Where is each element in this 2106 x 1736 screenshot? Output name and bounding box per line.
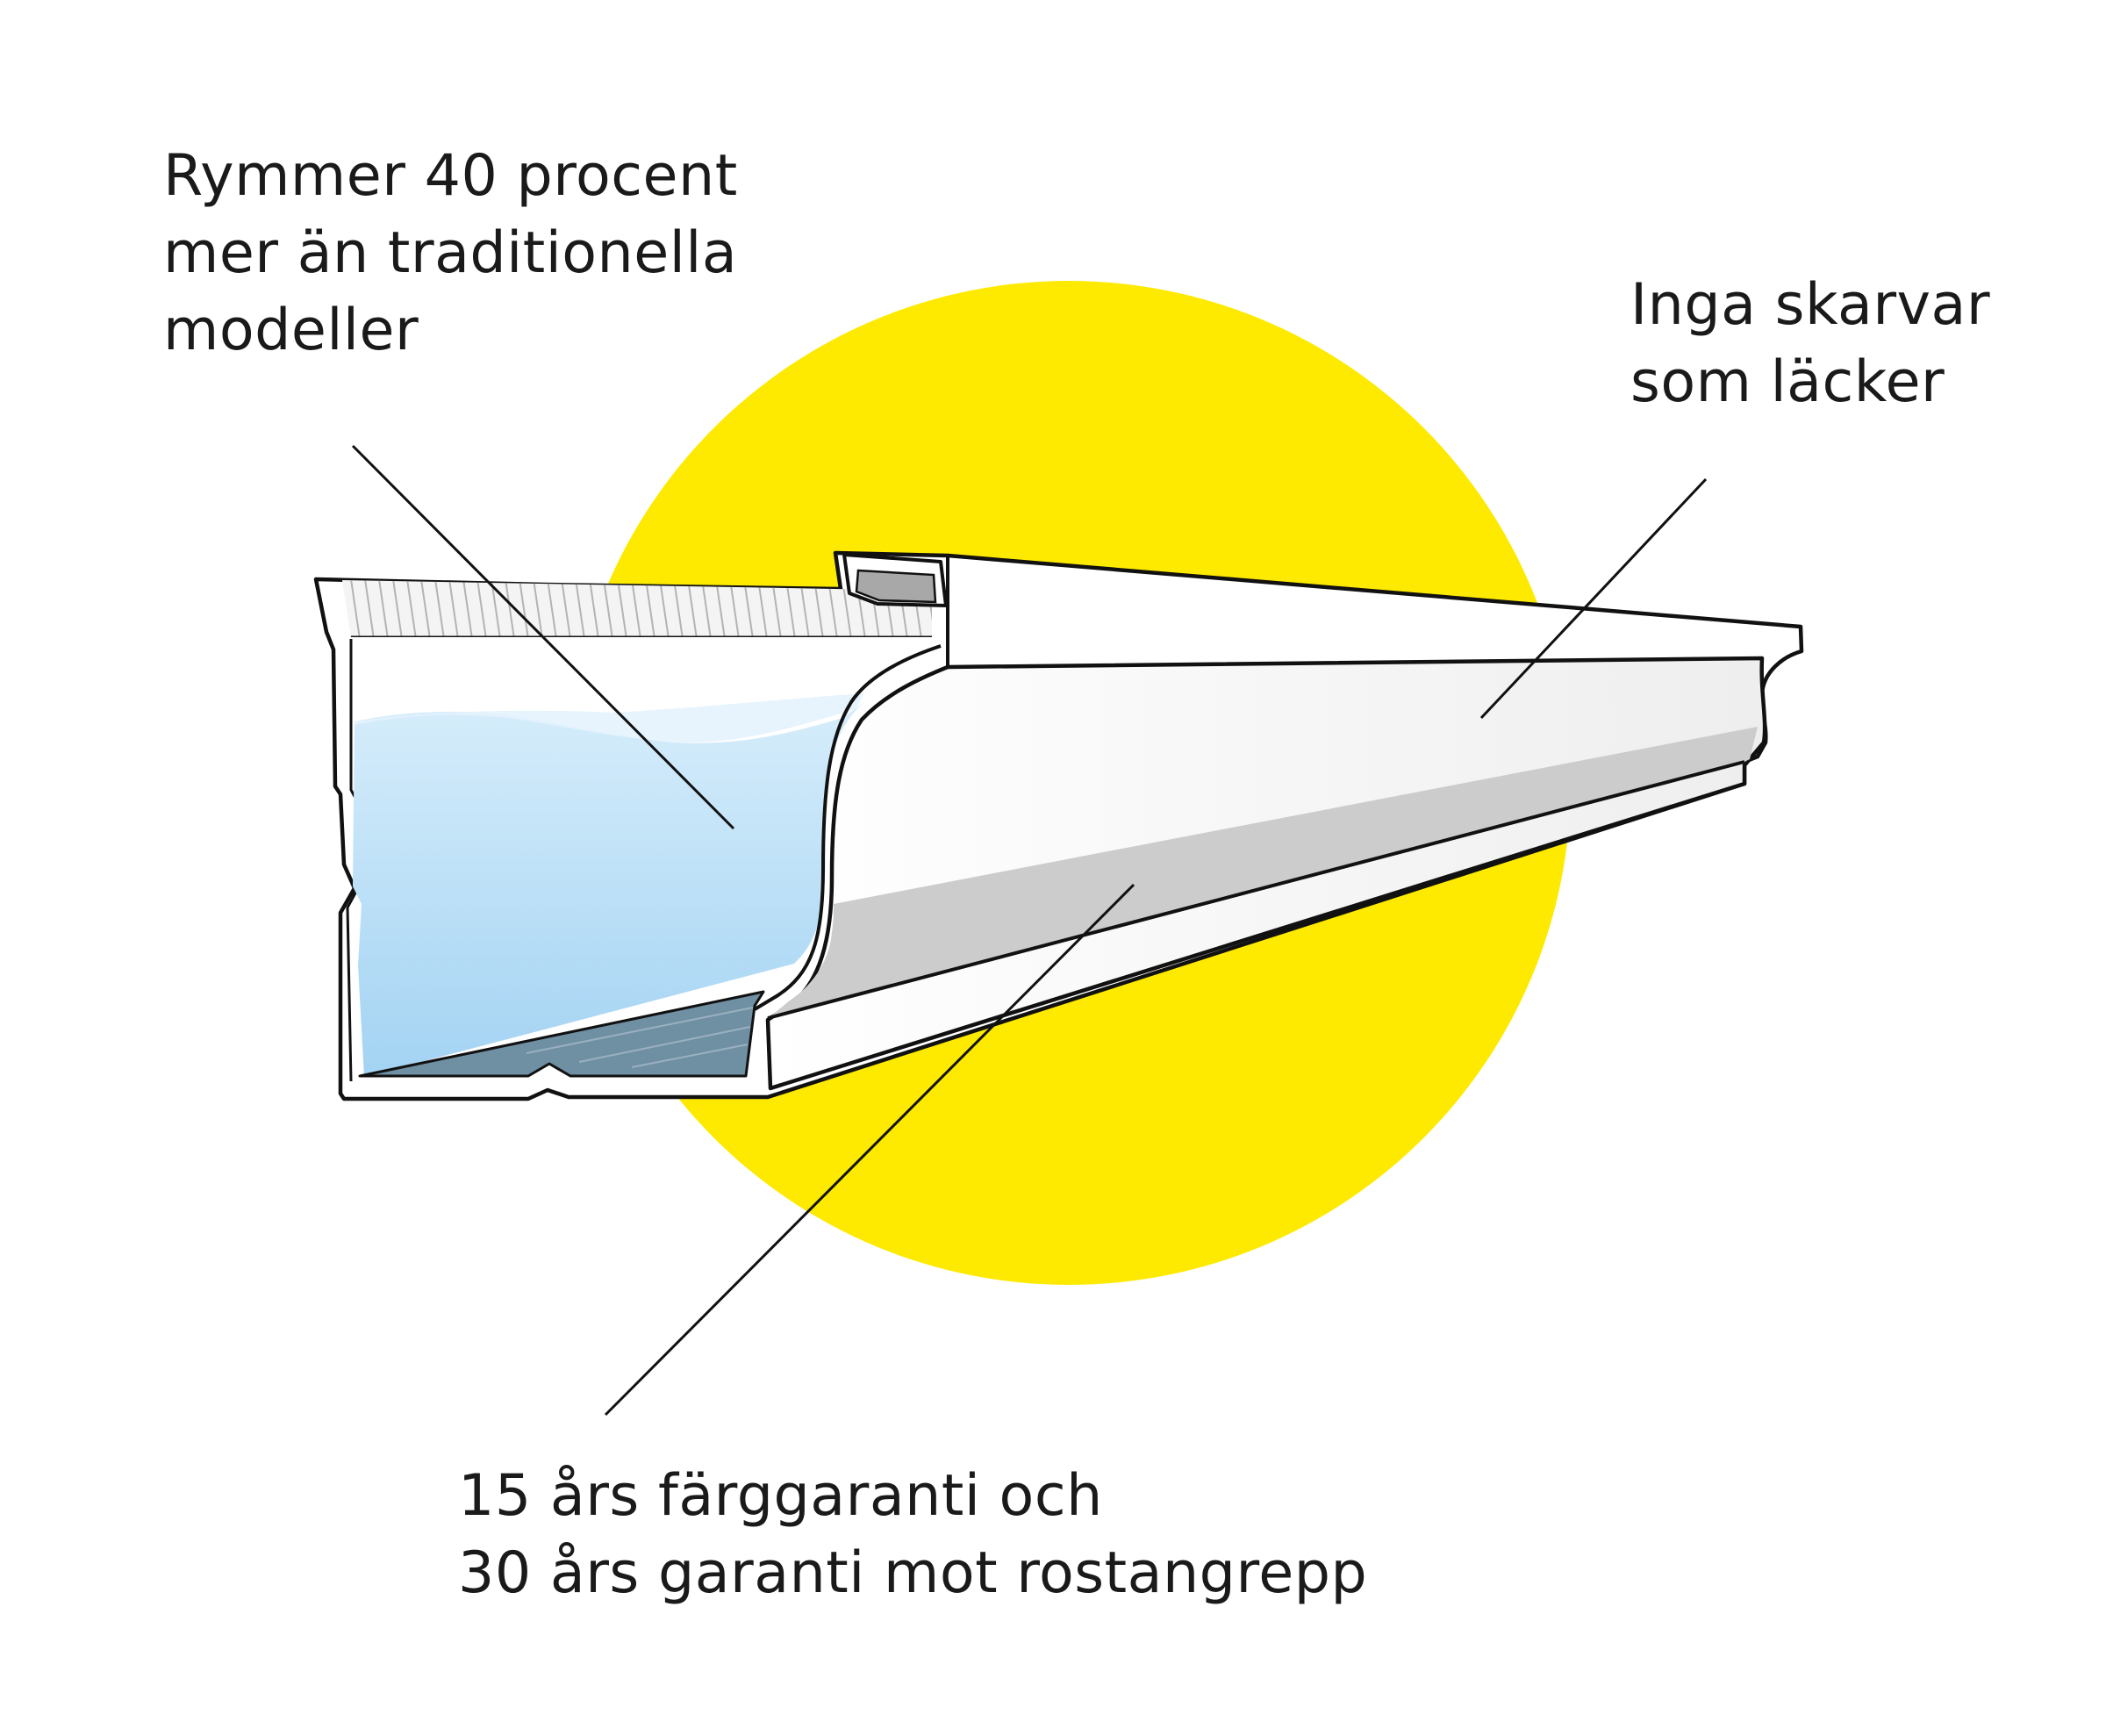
callout-capacity-line-2: mer än traditionella [163, 220, 738, 286]
gutter-floor [358, 990, 765, 1078]
leader-line-warranty [604, 883, 1135, 1417]
leader-line-seams [1479, 477, 1708, 720]
callout-seams-line-1: Inga skarvar [1630, 272, 1991, 338]
gutter-bead-curl [753, 644, 942, 1011]
water-surface-highlight [355, 693, 864, 742]
callout-seams: Inga skarvar som läcker [1630, 267, 1990, 421]
callout-capacity-line-1: Rymmer 40 procent [163, 143, 738, 209]
callout-capacity-line-3: modeller [163, 298, 419, 363]
callout-warranty: 15 års färggaranti och 30 års garanti mo… [458, 1458, 1367, 1612]
callout-warranty-line-2: 30 års garanti mot rostangrepp [458, 1540, 1368, 1606]
gutter-hook-insert [855, 569, 937, 604]
leader-line-capacity [351, 444, 735, 830]
gutter-shadow-band [770, 727, 1758, 1016]
callout-warranty-line-1: 15 års färggaranti och [458, 1463, 1103, 1529]
gutter-front-lower-edge [767, 760, 1745, 1020]
callout-seams-line-2: som läcker [1630, 349, 1945, 415]
callout-capacity: Rymmer 40 procent mer än traditionella m… [163, 138, 738, 369]
gutter-lip-hatching [342, 580, 932, 637]
gutter-water [353, 702, 864, 1077]
